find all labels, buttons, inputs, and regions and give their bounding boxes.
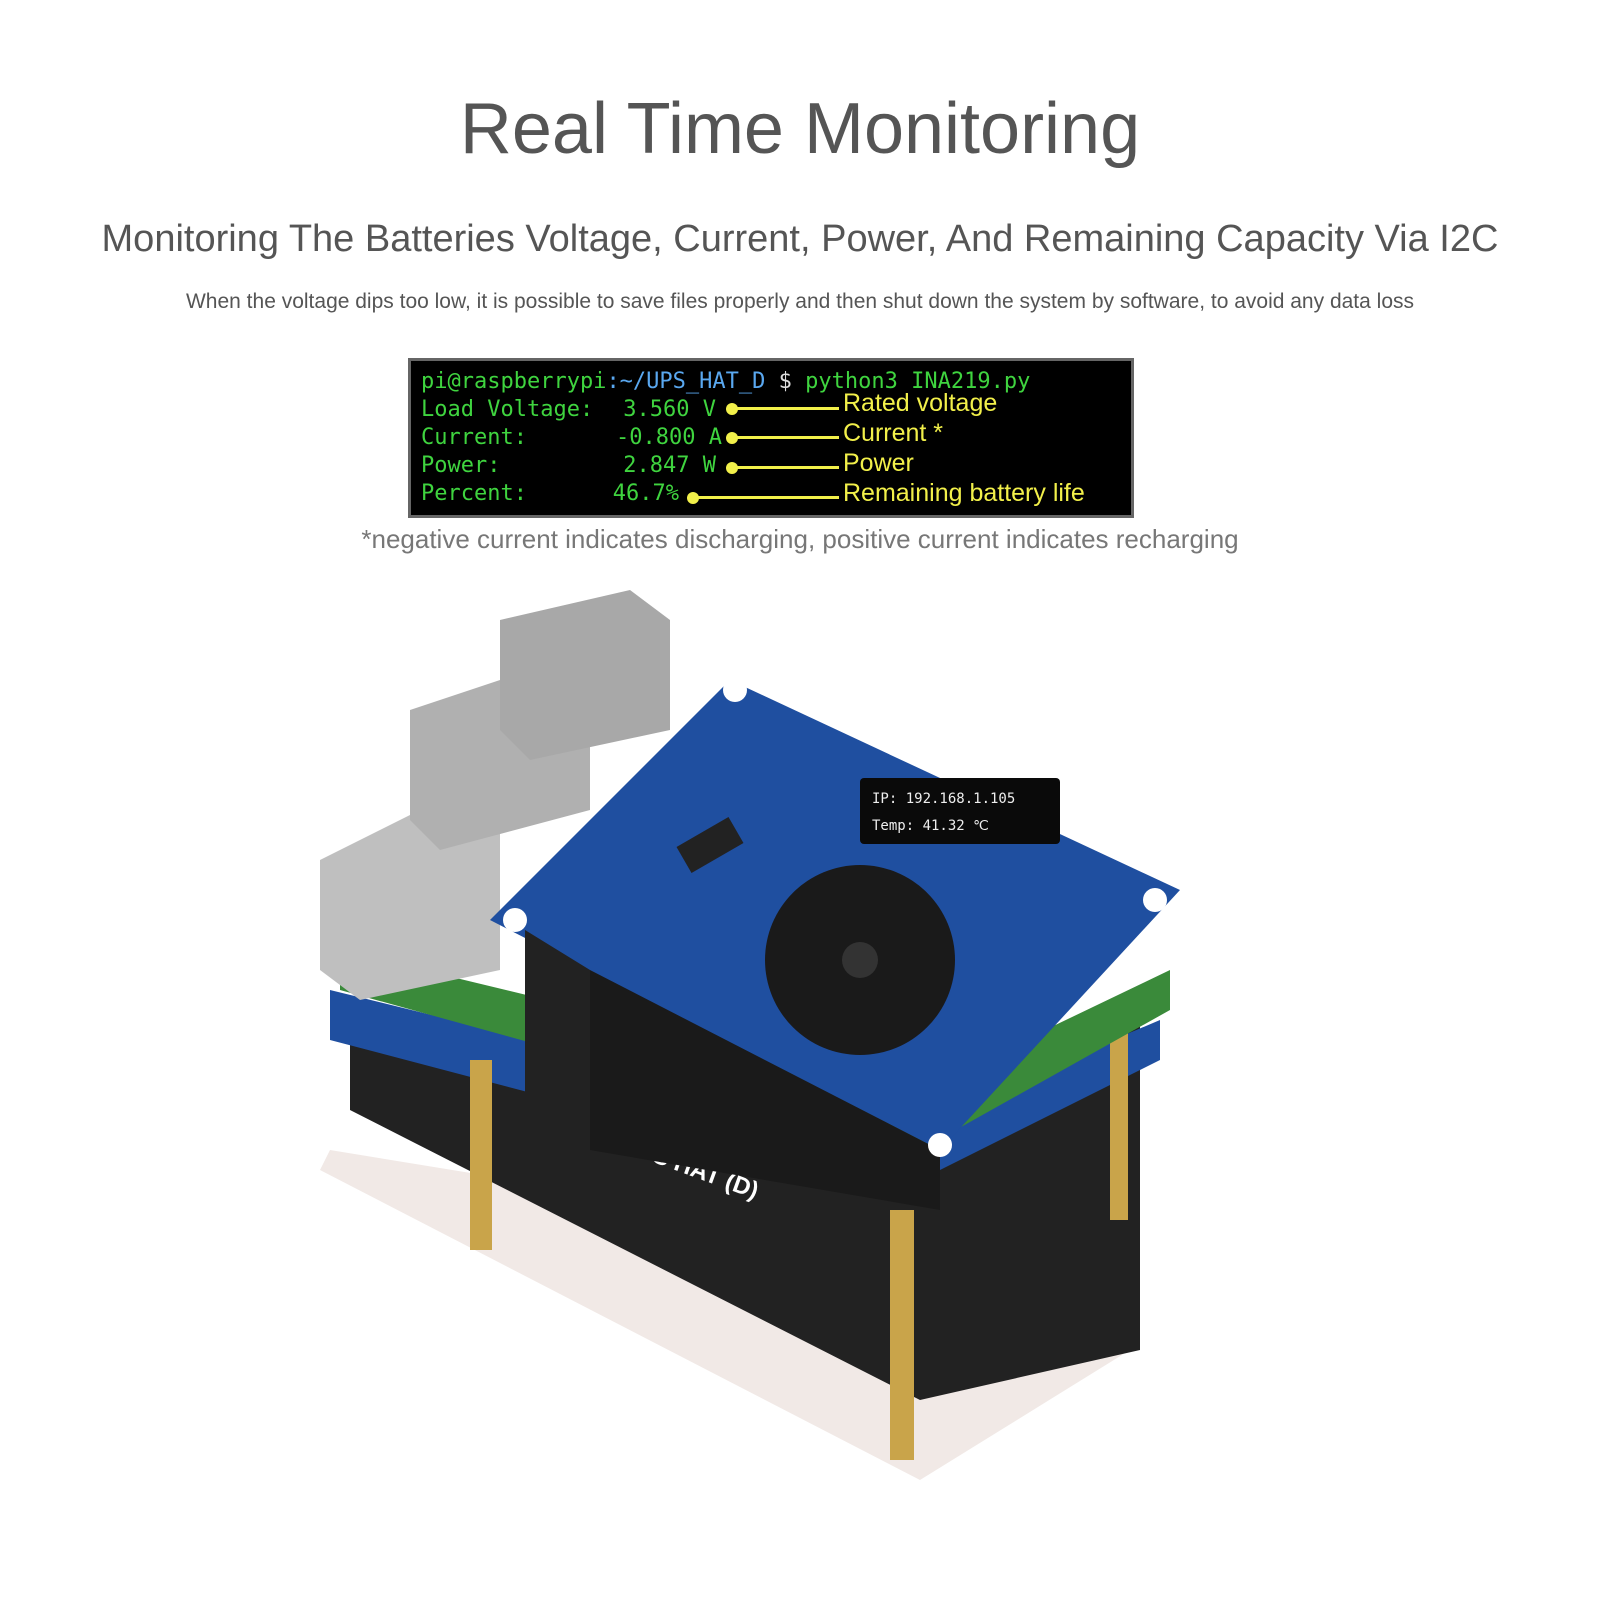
annotation: Rated voltage xyxy=(843,389,998,417)
terminal-screenshot: pi@raspberrypi:~/UPS_HAT_D $ python3 INA… xyxy=(408,358,1134,518)
annotation: Power xyxy=(843,449,914,477)
gpio-header xyxy=(590,970,940,1210)
command: python3 INA219.py xyxy=(805,369,1031,394)
pointer-line xyxy=(731,407,839,410)
path: :~/UPS_HAT_D xyxy=(606,369,766,394)
mount-hole xyxy=(928,1133,952,1157)
prompt: $ xyxy=(765,369,806,394)
standoff xyxy=(470,1060,492,1250)
annotation: Remaining battery life xyxy=(843,479,1085,507)
oled-display xyxy=(860,778,1060,844)
subtitle: Monitoring The Batteries Voltage, Curren… xyxy=(101,218,1499,260)
oled-line-1: IP: 192.168.1.105 xyxy=(872,791,1015,807)
usb-port xyxy=(500,590,670,760)
annotation: Current * xyxy=(843,419,944,447)
row-value: 3.560 V xyxy=(623,397,716,422)
standoff xyxy=(890,1210,914,1460)
command-line: pi@raspberrypi:~/UPS_HAT_D $ python3 INA… xyxy=(421,369,1030,394)
ups-board xyxy=(330,990,1160,1190)
oled-line-2: Temp: 41.32 ℃ xyxy=(872,818,989,834)
row-label: Power: xyxy=(421,453,501,478)
mount-hole xyxy=(503,908,527,932)
chip xyxy=(676,817,744,873)
header-pins xyxy=(525,930,590,1150)
row-label: Load Voltage: xyxy=(421,397,594,422)
user-host: pi@raspberrypi xyxy=(421,369,607,394)
row-value: 2.847 W xyxy=(623,453,716,478)
description: When the voltage dips too low, it is pos… xyxy=(185,290,1414,313)
page-title: Real Time Monitoring xyxy=(459,89,1141,169)
product-photo: UPS HAT (D) IP: 192.168.1.105 Temp: 41.3… xyxy=(320,590,1180,1480)
row-value: 46.7% xyxy=(612,481,679,506)
standoff xyxy=(1110,1010,1128,1220)
fan-hub xyxy=(842,942,878,978)
pointer-line xyxy=(731,436,839,439)
row-label: Current: xyxy=(421,425,527,450)
pointer-line xyxy=(693,496,839,499)
pointer-line xyxy=(731,466,839,469)
footnote: *negative current indicates discharging,… xyxy=(361,524,1239,554)
row-label: Percent: xyxy=(421,481,527,506)
mount-hole xyxy=(723,678,747,702)
mount-hole xyxy=(1143,888,1167,912)
row-value: -0.800 A xyxy=(616,425,722,450)
